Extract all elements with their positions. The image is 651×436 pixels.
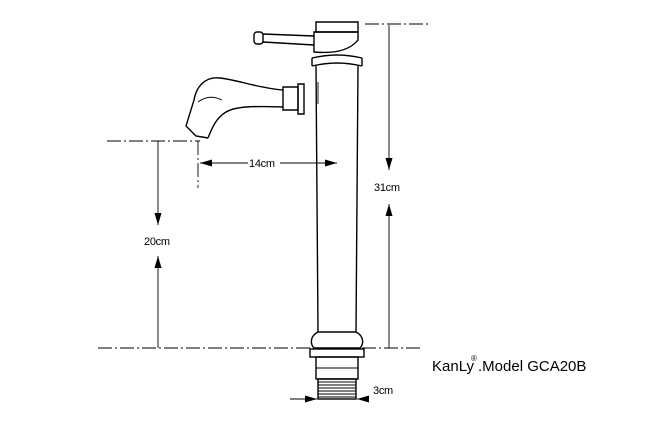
reference-lines [98,23,430,349]
brand-name: KanLy [432,358,474,375]
dimension-spout-height: 20cm [144,141,170,348]
arrow-right-icon [325,159,337,167]
dimension-spout-reach: 14cm [200,156,337,170]
arrow-down-icon [385,158,393,170]
spout-height-label: 20cm [144,236,170,248]
base-flange [310,331,364,349]
main-column [315,65,359,333]
arrow-left-icon [200,159,212,167]
arrow-down-icon [154,213,162,225]
registered-mark: ® [471,354,477,363]
model-number: .Model GCA20B [478,358,586,375]
threaded-shank [309,348,365,400]
total-height-label: 31cm [374,182,400,194]
lever-handle [253,31,315,46]
dimension-thread-width: 3cm [290,385,393,403]
spout [185,77,305,139]
thread-width-label: 3cm [373,385,393,397]
brand-model-caption: KanLy ® .Model GCA20B [432,354,586,375]
faucet-drawing [185,21,365,400]
arrow-up-icon [385,204,393,216]
arrow-up-icon [154,256,162,268]
cartridge-cap [311,21,363,67]
spout-reach-label: 14cm [249,158,275,170]
arrow-right-icon [305,395,317,403]
arrow-left-icon [357,395,369,403]
dimension-total-height: 31cm [374,25,400,348]
